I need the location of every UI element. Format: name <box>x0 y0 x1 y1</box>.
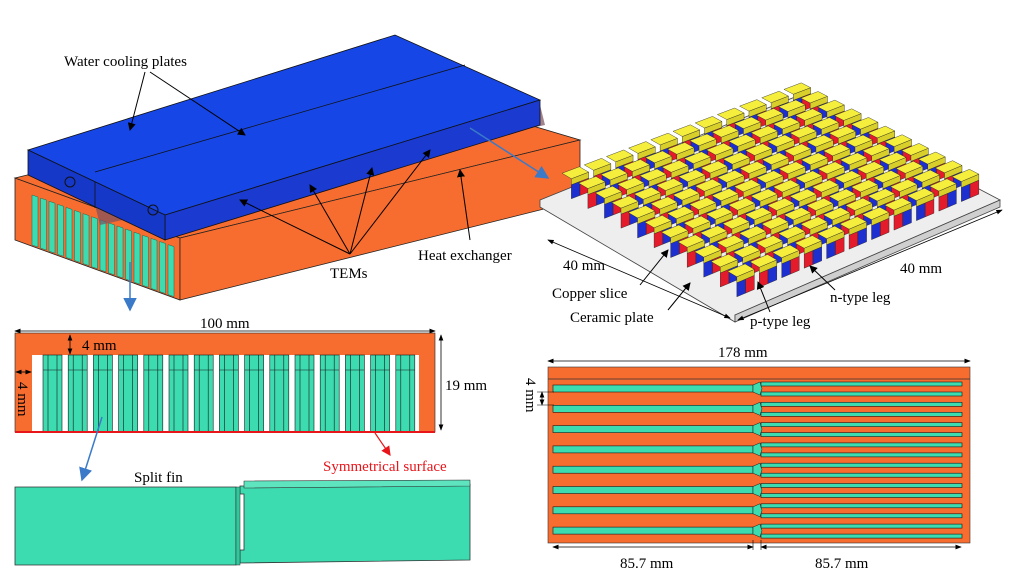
label-split-fin: Split fin <box>134 470 183 486</box>
fin-section <box>370 354 390 433</box>
label-dim-100: 100 mm <box>200 316 250 332</box>
fin <box>57 203 64 257</box>
fin-right <box>760 401 963 407</box>
label-heat-exchanger: Heat exchanger <box>418 248 512 264</box>
fin-left <box>552 465 754 474</box>
coolant-port-icon <box>64 176 76 188</box>
label-dim-40-right: 40 mm <box>900 261 942 277</box>
fin <box>74 210 81 263</box>
fin-right <box>760 483 963 488</box>
water-cooling-plate-end <box>27 149 166 241</box>
callout-arrow <box>469 127 550 179</box>
fin <box>116 225 124 279</box>
tem-couple <box>951 169 980 202</box>
fin-left <box>552 425 754 433</box>
fin-section <box>244 354 264 433</box>
label-dim-4-right: 4 mm <box>522 378 538 413</box>
fin-right <box>760 422 963 427</box>
coolant-port-icon <box>147 204 159 216</box>
label-dim-85-7-right: 85.7 mm <box>815 556 869 572</box>
fin-left <box>552 384 754 393</box>
fin-section <box>219 354 239 433</box>
fin-section <box>67 354 88 433</box>
fin-section <box>345 354 365 433</box>
fin-right <box>760 442 963 448</box>
label-dim-178: 178 mm <box>718 345 768 361</box>
fin-section <box>193 354 214 433</box>
fin-section <box>269 354 290 433</box>
fin-left <box>552 486 754 494</box>
fin-right <box>760 391 963 397</box>
fin <box>142 234 149 288</box>
label-tems: TEMs <box>330 266 368 282</box>
fin <box>91 216 98 270</box>
fin-section <box>143 354 164 433</box>
fin-left <box>552 506 754 515</box>
fin-right <box>760 513 963 519</box>
fin-right <box>760 523 963 529</box>
fin <box>65 207 73 260</box>
fin-right <box>760 503 963 509</box>
fin <box>82 213 90 266</box>
label-ceramic-plate: Ceramic plate <box>570 310 654 326</box>
fin <box>99 219 107 273</box>
callout-arrow <box>79 416 103 482</box>
fin-right <box>760 462 963 468</box>
label-symmetrical-surface: Symmetrical surface <box>323 459 447 475</box>
fin-right <box>760 432 963 437</box>
fin-left <box>552 404 754 413</box>
label-p-type-leg: p-type leg <box>750 314 811 330</box>
fin <box>167 244 175 297</box>
fin-section <box>42 354 63 433</box>
label-dim-4-top: 4 mm <box>82 338 117 354</box>
fin-right <box>760 493 963 498</box>
fin-right <box>760 452 963 458</box>
fin-section <box>93 354 113 433</box>
tem-couple <box>578 176 606 209</box>
fin-right <box>760 533 963 539</box>
fin <box>31 194 39 248</box>
heat-exchanger-fins <box>31 194 175 297</box>
label-dim-85-7-left: 85.7 mm <box>620 556 674 572</box>
label-copper-slice: Copper slice <box>552 286 628 302</box>
fin-section <box>168 354 189 433</box>
fin <box>48 200 56 254</box>
fin <box>159 241 166 294</box>
fin-top-view <box>547 366 971 544</box>
label-n-type-leg: n-type leg <box>830 290 891 306</box>
fin-section <box>319 354 340 433</box>
label-dim-19: 19 mm <box>445 378 487 394</box>
fin-section <box>118 354 138 433</box>
fin-section <box>395 354 416 433</box>
fin <box>150 238 158 291</box>
tem-couple <box>929 178 957 212</box>
fin-section <box>294 354 315 433</box>
fin-left <box>552 445 754 454</box>
fin-right <box>760 381 963 387</box>
fin-left <box>552 526 754 535</box>
label-dim-40-left: 40 mm <box>563 258 605 274</box>
fin <box>133 231 141 285</box>
fin <box>40 197 47 251</box>
label-water-cooling-plates: Water cooling plates <box>64 54 187 70</box>
fin <box>108 222 115 276</box>
label-dim-4-side: 4 mm <box>14 382 30 417</box>
split-fin-model <box>14 479 471 566</box>
fin-right <box>760 472 963 478</box>
fin-right <box>760 411 963 417</box>
heat-exchanger-assembly <box>13 34 582 301</box>
fin-cross-section <box>14 332 436 433</box>
